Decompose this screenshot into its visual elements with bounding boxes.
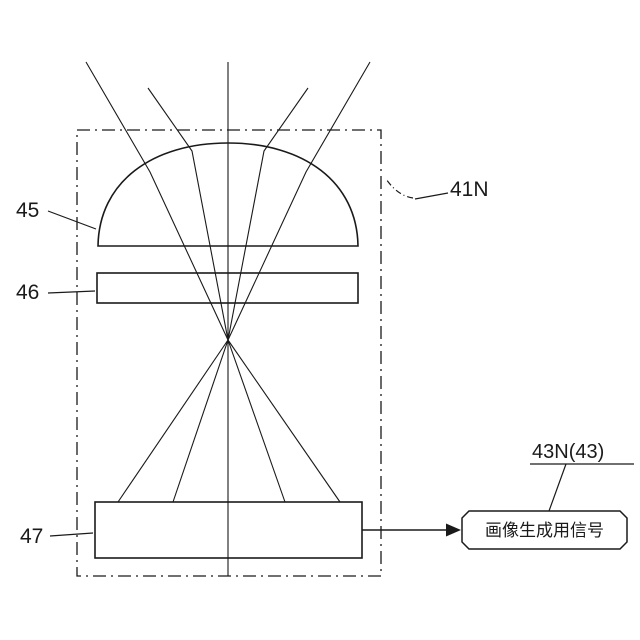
signal-box-outline [461,510,628,550]
sensor-label: 47 [20,525,43,548]
ray-fan-left [172,339,229,503]
filter-leader-line [47,290,96,294]
signal-ref-leader-line [548,463,567,512]
ray-outer-left [85,61,229,341]
ray-outer-right [227,61,371,341]
signal-box-text: 画像生成用信号 [485,521,604,540]
module-enclosure-dashdot-box [76,129,382,577]
ray-fan-far-left [117,339,229,503]
module-leader-dashdot [385,178,414,199]
leader-lines [47,178,634,537]
filter-label: 46 [16,281,39,304]
arrow-head-icon [446,523,461,537]
ray-fan-far-right [227,339,341,503]
ray-fan-right [227,339,286,503]
signal-box: 画像生成用信号 [461,510,628,550]
light-rays [85,61,371,576]
ray-inner-right [227,87,309,341]
signal-ref-label: 43N(43) [532,441,604,463]
module-label: 41N [450,178,489,201]
ray-inner-left [147,87,229,341]
module-leader-line [414,192,449,200]
lens-leader-line [47,210,97,230]
signal-arrow [362,523,461,537]
lens-label: 45 [16,199,39,222]
sensor-leader-line [49,532,94,537]
